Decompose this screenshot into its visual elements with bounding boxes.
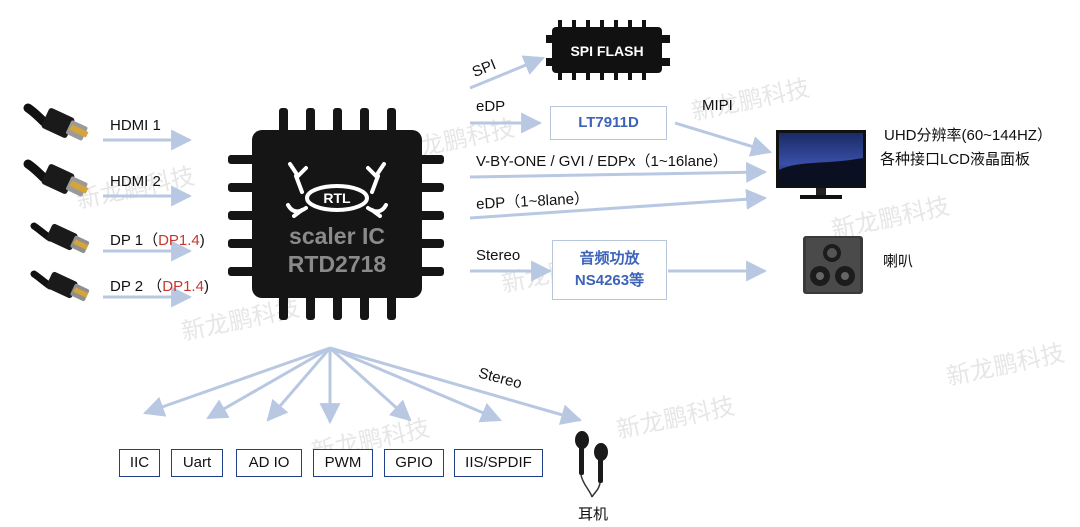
adio-box: AD IO (236, 449, 302, 477)
iis-spdif-box: IIS/SPDIF (454, 449, 543, 477)
gpio-box: GPIO (384, 449, 444, 477)
iic-box: IIC (119, 449, 160, 477)
earphone-label: 耳机 (578, 503, 608, 524)
pwm-box: PWM (313, 449, 373, 477)
uart-box: Uart (171, 449, 223, 477)
